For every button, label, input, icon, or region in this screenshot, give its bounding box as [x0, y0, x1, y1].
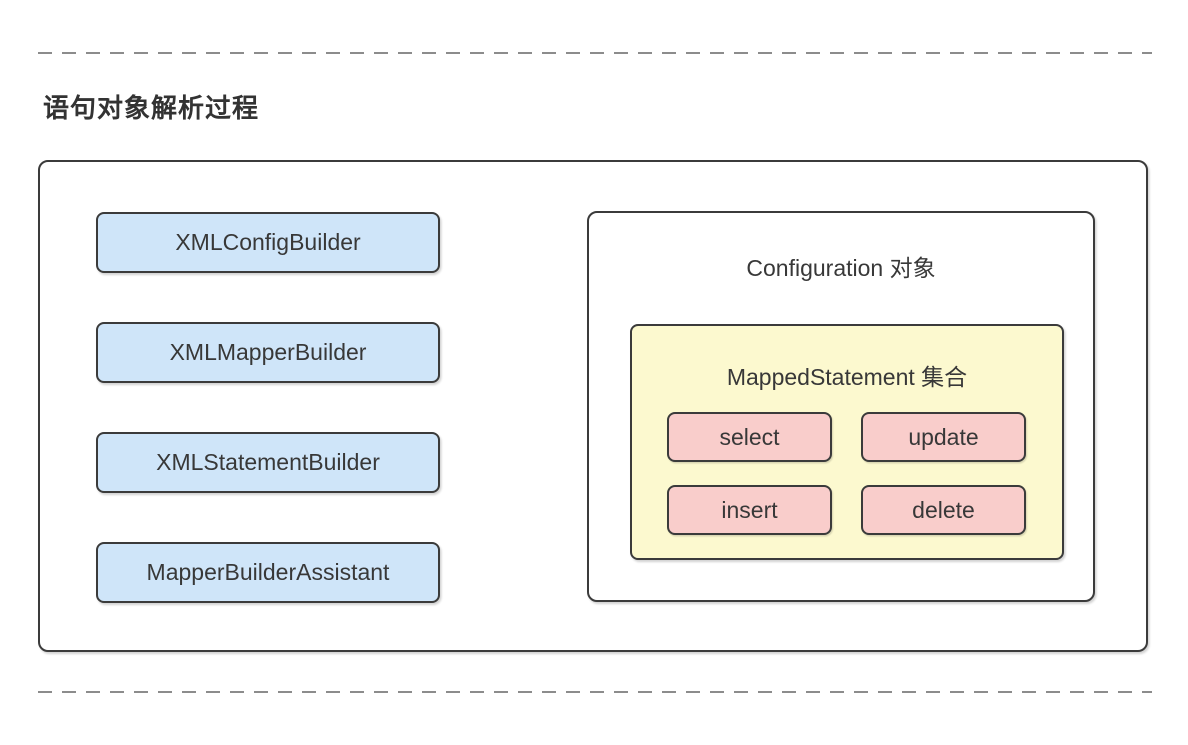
box-statement-update: update: [861, 412, 1026, 462]
box-mapperbuilderassistant: MapperBuilderAssistant: [96, 542, 440, 603]
page-title: 语句对象解析过程: [43, 93, 260, 123]
box-xmlmapperbuilder: XMLMapperBuilder: [96, 322, 440, 383]
box-statement-select: select: [667, 412, 832, 462]
box-configuration: Configuration 对象 MappedStatement 集合 sele…: [587, 211, 1095, 602]
box-statement-insert: insert: [667, 485, 832, 535]
mappedstatement-label: MappedStatement 集合: [726, 364, 968, 390]
box-xmlconfigbuilder: XMLConfigBuilder: [96, 212, 440, 273]
box-mappedstatement-collection: MappedStatement 集合 select update insert …: [630, 324, 1064, 560]
configuration-label: Configuration 对象: [746, 255, 936, 281]
box-statement-delete: delete: [861, 485, 1026, 535]
box-xmlstatementbuilder: XMLStatementBuilder: [96, 432, 440, 493]
